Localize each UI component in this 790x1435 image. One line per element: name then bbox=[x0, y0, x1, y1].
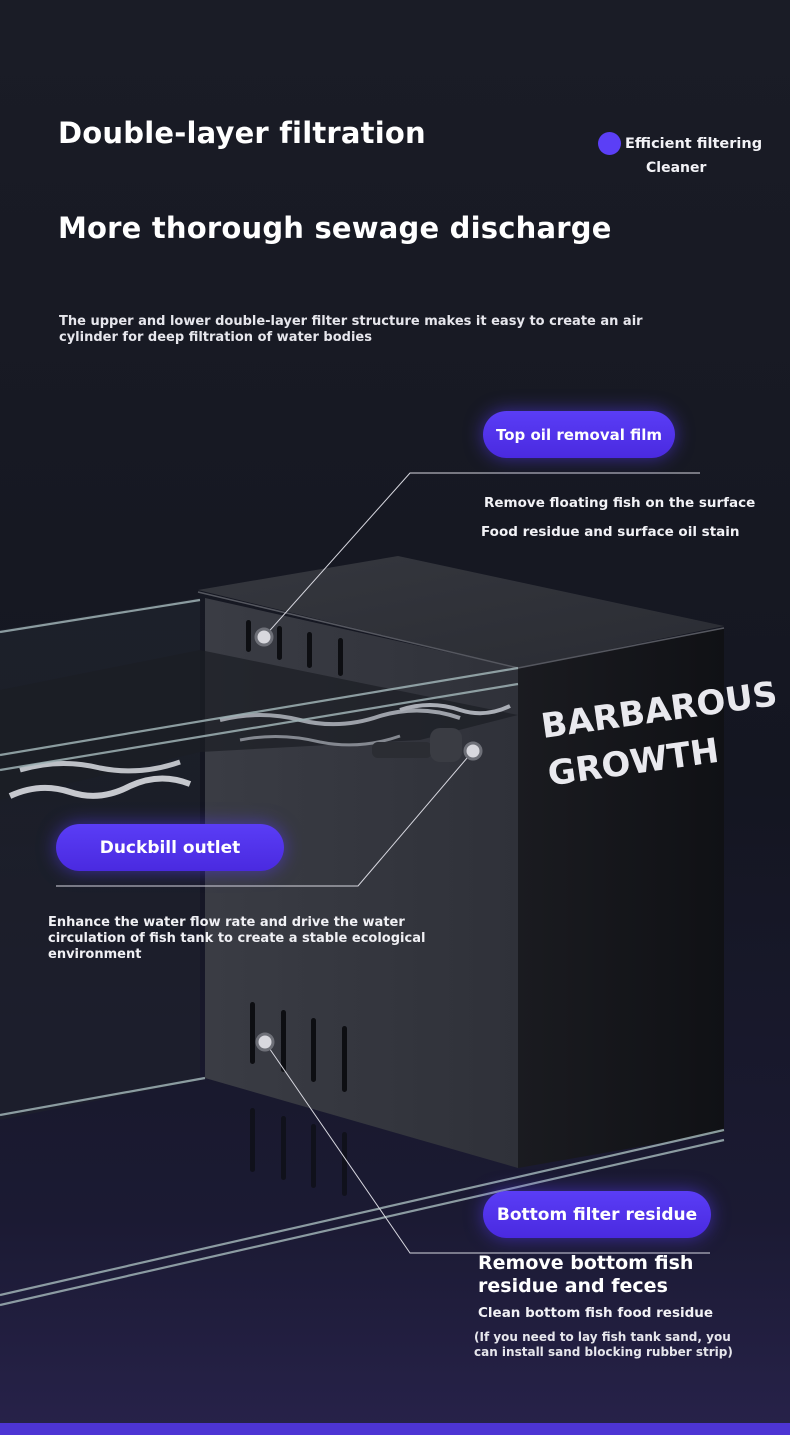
hotspots bbox=[254, 627, 483, 1052]
hotspot-top[interactable] bbox=[254, 627, 274, 647]
duckbill-description: Enhance the water flow rate and drive th… bbox=[48, 915, 426, 962]
water-surface bbox=[0, 650, 518, 800]
badge-line1: Efficient filtering bbox=[625, 135, 763, 152]
intro-description: The upper and lower double-layer filter … bbox=[59, 314, 643, 345]
badge-dot-icon bbox=[598, 132, 621, 155]
top-oil-removal-pill[interactable]: Top oil removal film bbox=[483, 411, 675, 458]
top-callout-line1: Remove floating fish on the surface bbox=[484, 495, 756, 511]
leader-lines bbox=[56, 472, 710, 1254]
duckbill-outlet-pill[interactable]: Duckbill outlet bbox=[56, 824, 284, 871]
hotspot-duckbill[interactable] bbox=[463, 741, 483, 761]
bottom-accent-bar bbox=[0, 1423, 790, 1435]
efficient-badge: Efficient filtering bbox=[598, 132, 762, 155]
heading-sewage-discharge: More thorough sewage discharge bbox=[58, 211, 612, 245]
filter-box-top bbox=[198, 556, 724, 668]
upper-slots bbox=[246, 620, 343, 676]
bottom-callout-headline: Remove bottom fish residue and feces bbox=[478, 1252, 694, 1297]
heading-double-layer: Double-layer filtration bbox=[58, 116, 426, 150]
bottom-filter-pill[interactable]: Bottom filter residue bbox=[483, 1191, 711, 1238]
bottom-callout-line1: Clean bottom fish food residue bbox=[478, 1305, 714, 1321]
top-callout-line2: Food residue and surface oil stain bbox=[481, 524, 740, 540]
tank-glass-edges bbox=[0, 598, 725, 1307]
hotspot-bottom[interactable] bbox=[255, 1032, 275, 1052]
filter-box-front bbox=[518, 628, 724, 1168]
duckbill-nozzle bbox=[372, 728, 462, 762]
lower-slots bbox=[250, 1002, 347, 1196]
badge-line2: Cleaner bbox=[646, 160, 707, 176]
bottom-callout-note: (If you need to lay fish tank sand, you … bbox=[474, 1330, 733, 1359]
